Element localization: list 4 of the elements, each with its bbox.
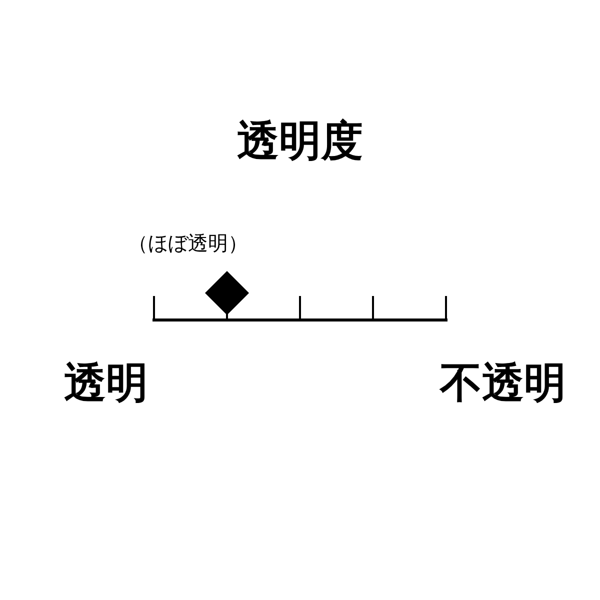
title: 透明度 bbox=[236, 118, 364, 164]
marker-label: （ほぼ透明） bbox=[128, 232, 248, 254]
scale-end-label: 透明 bbox=[64, 360, 148, 406]
scale-end-label: 不透明 bbox=[440, 360, 566, 406]
